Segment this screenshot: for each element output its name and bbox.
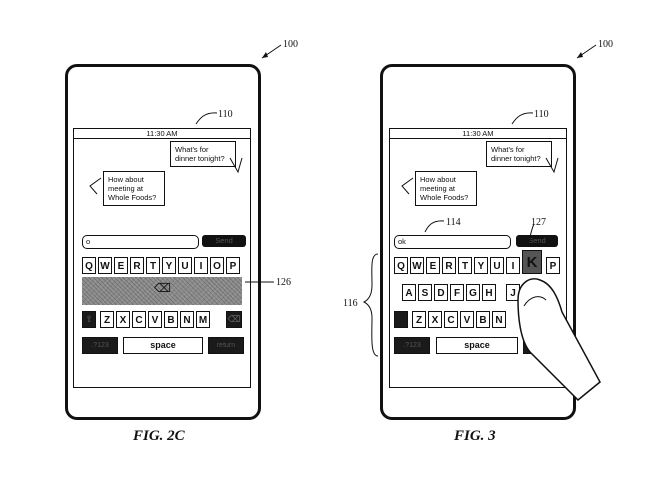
fig2c-ref-device: 100 [283,39,298,50]
arrowhead [577,52,583,58]
key[interactable]: G [466,284,480,301]
leader-110-left [195,112,218,125]
key[interactable]: Q [82,257,96,274]
key[interactable]: N [180,311,194,328]
leader-114 [424,220,445,233]
space-key[interactable]: space [436,337,518,354]
fig2c-status-bar: 11:30 AM [74,129,250,139]
backspace-icon[interactable]: ⌫ [154,281,171,295]
fig2c-send-button[interactable]: Send [202,235,246,247]
key[interactable]: Y [162,257,176,274]
key[interactable]: U [178,257,192,274]
fig2c-gray-band[interactable] [82,277,242,305]
mode-key[interactable]: .?123 [82,337,118,354]
key[interactable]: O [210,257,224,274]
key[interactable]: V [148,311,162,328]
tail-2c-left [89,177,102,195]
fig2c-ref-band: 126 [276,277,291,288]
key[interactable]: P [546,257,560,274]
fig2c-screen: 11:30 AM What's for dinner tonight? How … [73,128,251,388]
key[interactable]: P [226,257,240,274]
key[interactable]: Z [412,311,426,328]
key[interactable]: R [442,257,456,274]
fig3-send-button[interactable]: Send [516,235,558,247]
key[interactable]: W [410,257,424,274]
tail-2c-right [229,157,243,174]
key[interactable]: M [196,311,210,328]
backspace-key[interactable]: ⌫ [226,311,242,328]
bubble-line: dinner tonight? [491,154,541,163]
fig3-message-input[interactable]: ok [394,235,511,249]
bubble-line: How about [108,175,144,184]
fig3-caption: FIG. 3 [454,428,496,444]
shift-key[interactable] [394,311,408,328]
key[interactable]: Z [100,311,114,328]
fig3-ref-device: 100 [598,39,613,50]
fig2c-bubble-left: How about meeting at Whole Foods? [103,171,165,206]
key[interactable]: E [114,257,128,274]
key[interactable]: E [426,257,440,274]
fig3-ref-keyboard: 116 [343,298,358,309]
key[interactable]: N [492,311,506,328]
key[interactable]: A [402,284,416,301]
fig3-bubble-right: What's for dinner tonight? [486,141,552,167]
bubble-line: What's for [175,145,209,154]
bubble-line: What's for [491,145,525,154]
tail-3-left [401,177,414,195]
fig3-status-bar: 11:30 AM [390,129,566,139]
fig2c-ref-screen: 110 [218,109,233,120]
key[interactable]: S [418,284,432,301]
shift-key[interactable]: ⇧ [82,311,96,328]
bubble-line: How about [420,175,456,184]
key[interactable]: B [164,311,178,328]
arrowhead [262,52,268,58]
fig3-ref-screen: 110 [534,109,549,120]
bubble-line: dinner tonight? [175,154,225,163]
bubble-line: meeting at [420,184,456,193]
fig3-ref-key: 127 [531,217,546,228]
fig2c-message-input[interactable]: o [82,235,199,249]
key[interactable]: T [458,257,472,274]
highlighted-key[interactable]: K [522,250,542,274]
leader-110-right [511,112,534,125]
key[interactable]: D [434,284,448,301]
bubble-line: meeting at [108,184,144,193]
key[interactable]: F [450,284,464,301]
key[interactable]: I [506,257,520,274]
key[interactable]: B [476,311,490,328]
key[interactable]: X [116,311,130,328]
finger-icon [517,278,601,402]
key[interactable]: H [482,284,496,301]
bubble-line: Whole Foods? [108,193,157,202]
leader-127 [527,223,535,247]
key[interactable]: X [428,311,442,328]
brace-116 [362,253,379,357]
fig2c-bubble-right: What's for dinner tonight? [170,141,236,167]
key[interactable]: C [444,311,458,328]
key[interactable]: Y [474,257,488,274]
key[interactable]: T [146,257,160,274]
space-key[interactable]: space [123,337,203,354]
key[interactable]: V [460,311,474,328]
key[interactable]: Q [394,257,408,274]
key[interactable]: C [132,311,146,328]
mode-key[interactable]: .?123 [394,337,430,354]
key[interactable]: U [490,257,504,274]
key[interactable]: W [98,257,112,274]
fig3-bubble-left: How about meeting at Whole Foods? [415,171,477,206]
fig2c-caption: FIG. 2C [133,428,185,444]
fig2c-device: 11:30 AM What's for dinner tonight? How … [65,64,261,420]
tail-3-right [545,157,559,174]
key[interactable]: R [130,257,144,274]
key[interactable]: I [194,257,208,274]
return-key[interactable]: return [208,337,244,354]
bubble-line: Whole Foods? [420,193,469,202]
fig3-ref-input: 114 [446,217,461,228]
